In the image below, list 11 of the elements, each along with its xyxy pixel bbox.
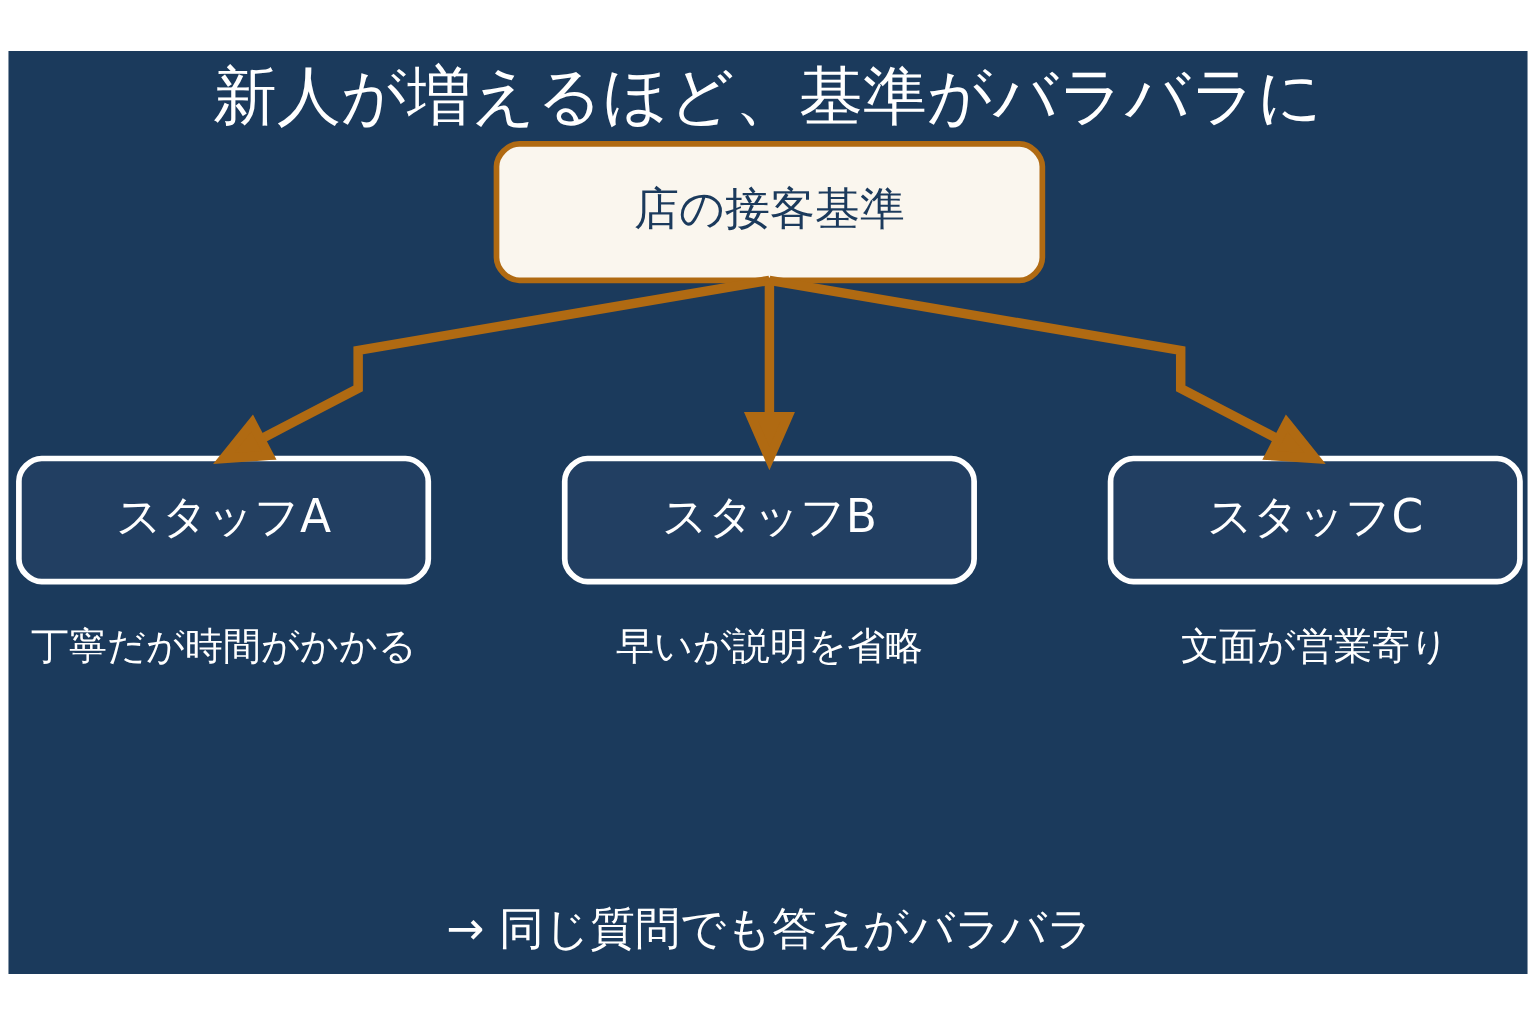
node-box: 店の接客基準: [493, 140, 1046, 283]
arrow: [768, 275, 1326, 464]
node-box: スタッフB: [561, 455, 977, 585]
node-box: スタッフC: [1107, 455, 1523, 585]
node-label: 丁寧だが時間がかかる: [30, 623, 417, 668]
node-box: スタッフA: [16, 455, 432, 585]
node-label: 文面が営業寄り: [1181, 623, 1450, 668]
label: → 同じ質問でも答えがバラバラ: [446, 901, 1093, 955]
node-label: 早いが説明を省略: [615, 623, 923, 668]
diagram-title: 新人が増えるほど、基準がバラバラに: [213, 57, 1323, 133]
arrow: [213, 275, 771, 464]
